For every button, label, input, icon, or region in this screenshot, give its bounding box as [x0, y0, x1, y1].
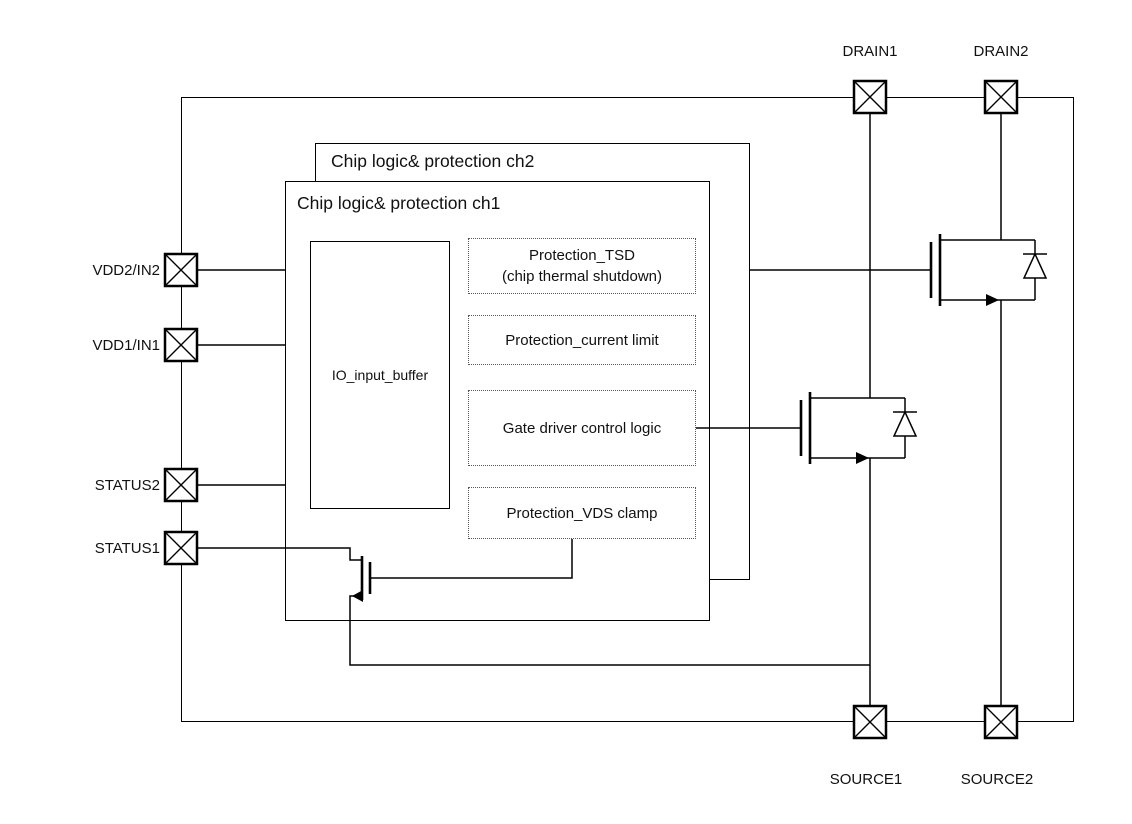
pin-label-source1: SOURCE1 — [829, 771, 903, 788]
block-gate-driver: Gate driver control logic — [468, 390, 696, 466]
protection-tsd-label: Protection_TSD — [529, 247, 635, 264]
block-io-input-buffer-label: IO_input_buffer — [331, 367, 429, 383]
pin-label-source2: SOURCE2 — [960, 771, 1034, 788]
block-chip-logic-ch1-title: Chip logic& protection ch1 — [297, 193, 501, 213]
protection-tsd-sublabel: (chip thermal shutdown) — [501, 268, 663, 285]
gate-driver-label: Gate driver control logic — [502, 419, 662, 437]
block-protection-current-limit: Protection_current limit — [468, 315, 696, 365]
pin-label-drain2: DRAIN2 — [973, 43, 1029, 60]
block-chip-logic-ch2-title: Chip logic& protection ch2 — [331, 151, 535, 171]
pin-label-vdd2-in2: VDD2/IN2 — [92, 262, 160, 279]
block-protection-vds-clamp: Protection_VDS clamp — [468, 487, 696, 539]
protection-vds-clamp-label: Protection_VDS clamp — [506, 504, 658, 522]
pin-label-drain1: DRAIN1 — [842, 43, 898, 60]
pin-label-status1: STATUS1 — [94, 540, 160, 557]
block-io-input-buffer: IO_input_buffer — [310, 241, 450, 509]
block-protection-tsd: Protection_TSD (chip thermal shutdown) — [468, 238, 696, 294]
chip-boundary — [181, 97, 1074, 722]
pin-label-status2: STATUS2 — [94, 477, 160, 494]
protection-current-limit-label: Protection_current limit — [505, 331, 659, 349]
pin-label-vdd1-in1: VDD1/IN1 — [92, 337, 160, 354]
